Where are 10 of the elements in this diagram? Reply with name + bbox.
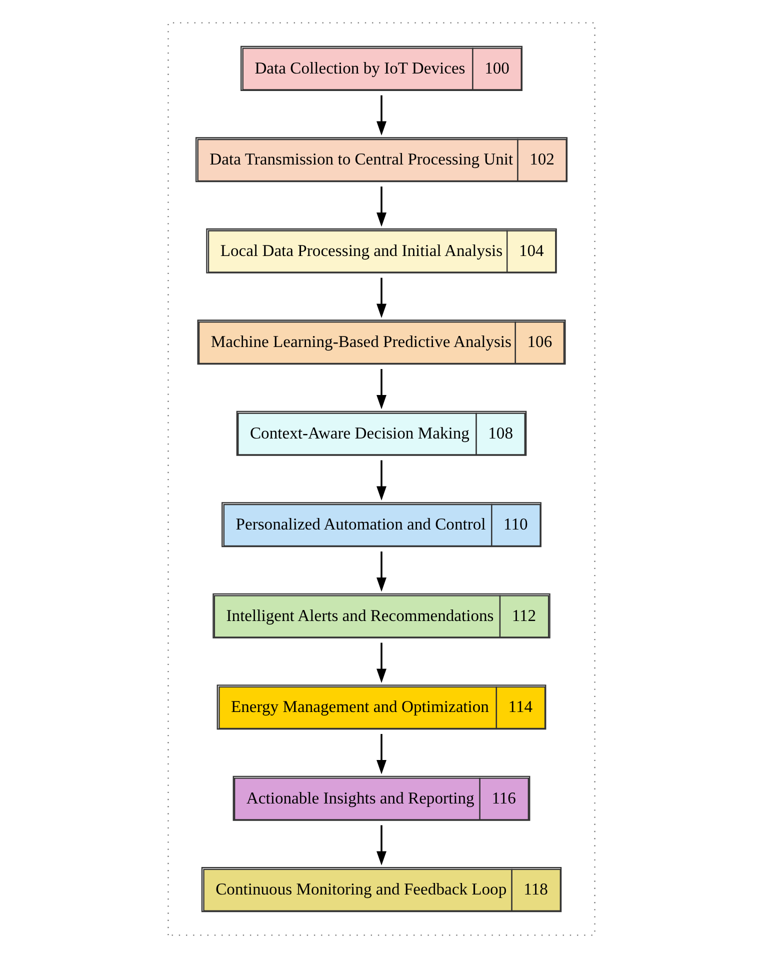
arrow: [376, 460, 386, 500]
arrow: [376, 552, 386, 592]
arrow: [376, 825, 386, 866]
arrow: [376, 642, 386, 683]
cluster: [167, 22, 595, 936]
arrow: [376, 369, 386, 410]
arrow: [376, 186, 386, 227]
arrow: [376, 734, 386, 774]
arrow: [376, 95, 386, 136]
arrow: [376, 278, 386, 318]
